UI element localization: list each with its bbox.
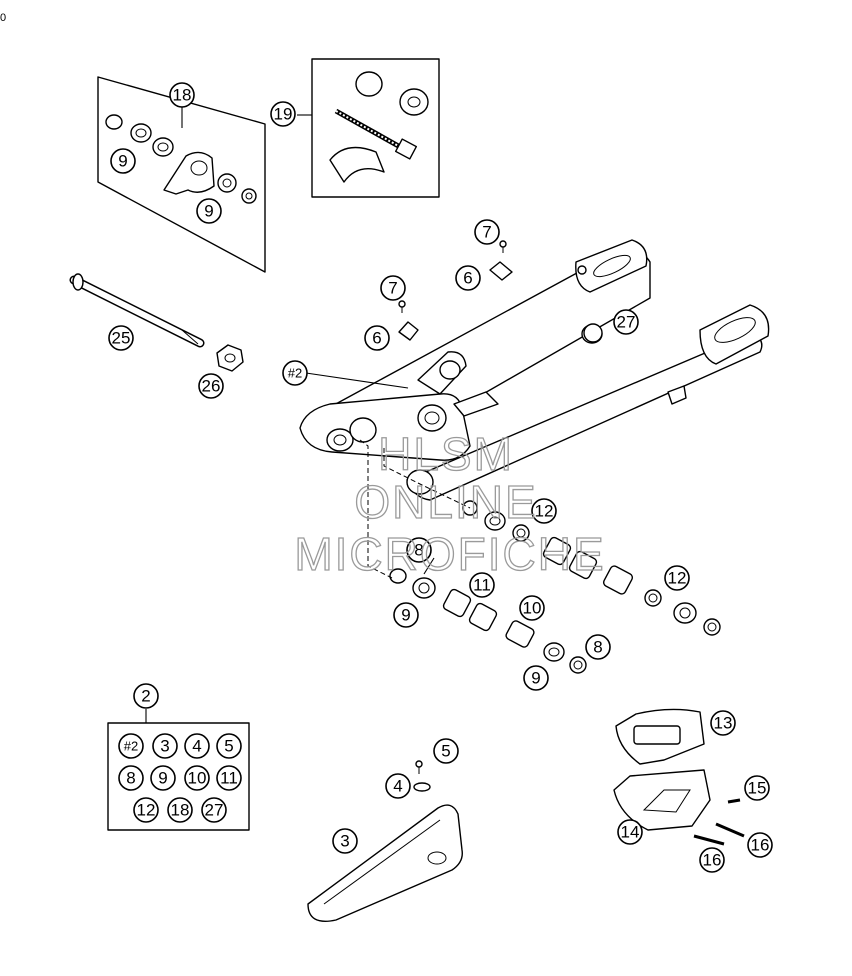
callout-13: 13 [710, 710, 736, 736]
bearing-stack-lower [389, 568, 587, 674]
svg-text:12: 12 [668, 569, 687, 588]
callout-25: 25 [108, 325, 134, 351]
kit-item: 5 [216, 733, 242, 759]
swingarm [299, 239, 770, 501]
corner-label: 0 [0, 12, 7, 24]
svg-text:10: 10 [523, 599, 542, 618]
svg-text:ONLINE: ONLINE [354, 476, 537, 528]
callout-6: 6 [364, 325, 390, 351]
callout-16: 16 [747, 832, 773, 858]
kit-item: 3 [152, 733, 178, 759]
svg-text:3: 3 [160, 737, 169, 756]
svg-text:9: 9 [204, 202, 213, 221]
svg-text:12: 12 [137, 801, 156, 820]
svg-text:18: 18 [173, 86, 192, 105]
svg-text:16: 16 [703, 851, 722, 870]
svg-text:5: 5 [441, 742, 450, 761]
callout-9: 9 [110, 148, 136, 174]
svg-text:10: 10 [188, 769, 207, 788]
callout-3: 3 [332, 828, 358, 854]
callout-5: 5 [433, 738, 459, 764]
callout-27: 27 [613, 309, 639, 335]
kit-item: 8 [118, 765, 144, 791]
svg-text:3: 3 [340, 832, 349, 851]
kit-item: 18 [167, 797, 193, 823]
svg-text:HLSM: HLSM [378, 428, 514, 480]
bearing-stack-upper [462, 500, 721, 636]
callout-6: 6 [455, 265, 481, 291]
callout-hash-2: #2 [282, 360, 308, 386]
svg-text:15: 15 [748, 779, 767, 798]
callout-26: 26 [198, 373, 224, 399]
callout-8: 8 [585, 634, 611, 660]
svg-text:6: 6 [463, 269, 472, 288]
kit-item: 27 [201, 797, 227, 823]
callout-7: 7 [474, 219, 500, 245]
svg-text:12: 12 [535, 502, 554, 521]
svg-text:27: 27 [205, 801, 224, 820]
callout-8: 8 [406, 537, 432, 563]
kit-item: 12 [133, 797, 159, 823]
svg-text:4: 4 [192, 737, 201, 756]
svg-text:7: 7 [482, 223, 491, 242]
chain-slider [307, 760, 463, 922]
svg-text:#2: #2 [124, 739, 138, 754]
kit-item: 11 [216, 765, 242, 791]
callout-9: 9 [196, 198, 222, 224]
callout-12: 12 [531, 498, 557, 524]
svg-text:14: 14 [621, 823, 640, 842]
svg-text:9: 9 [401, 606, 410, 625]
kit-item: 4 [184, 733, 210, 759]
callout-4: 4 [385, 773, 411, 799]
svg-text:MICROFICHE: MICROFICHE [294, 528, 605, 580]
svg-text:11: 11 [220, 769, 238, 788]
callout-14: 14 [617, 819, 643, 845]
screw-clip-set [398, 240, 603, 343]
kit-19-panel [297, 58, 440, 198]
chain-guide [613, 708, 745, 846]
kit-18-panel [97, 76, 266, 273]
kit-item: 9 [150, 765, 176, 791]
svg-text:13: 13 [714, 714, 733, 733]
callout-15: 15 [744, 775, 770, 801]
svg-text:9: 9 [158, 769, 167, 788]
svg-text:5: 5 [224, 737, 233, 756]
svg-text:8: 8 [593, 638, 602, 657]
svg-text:4: 4 [393, 777, 402, 796]
callout-11: 11 [469, 572, 495, 598]
svg-text:9: 9 [531, 669, 540, 688]
svg-text:7: 7 [388, 279, 397, 298]
swingarm-axle [69, 273, 244, 372]
callout-16: 16 [699, 847, 725, 873]
svg-text:6: 6 [372, 329, 381, 348]
watermark: HLSM ONLINE MICROFICHE [294, 427, 605, 580]
callout-12: 12 [664, 565, 690, 591]
svg-text:9: 9 [118, 152, 127, 171]
kit-item: #2 [118, 733, 144, 759]
svg-text:25: 25 [112, 329, 131, 348]
callout-19: 19 [270, 101, 296, 127]
svg-text:19: 19 [274, 105, 293, 124]
svg-text:11: 11 [473, 576, 491, 595]
svg-text:27: 27 [617, 313, 636, 332]
svg-text:8: 8 [126, 769, 135, 788]
callout-9: 9 [393, 602, 419, 628]
callout-7: 7 [380, 275, 406, 301]
callout-2: 2 [133, 683, 159, 709]
svg-text:16: 16 [751, 836, 770, 855]
callout-9: 9 [523, 665, 549, 691]
svg-text:26: 26 [202, 377, 221, 396]
svg-text:#2: #2 [288, 366, 302, 381]
svg-text:8: 8 [414, 541, 423, 560]
callout-18: 18 [169, 82, 195, 108]
svg-text:18: 18 [171, 801, 190, 820]
svg-text:2: 2 [141, 687, 150, 706]
callout-10: 10 [519, 595, 545, 621]
kit-item: 10 [184, 765, 210, 791]
